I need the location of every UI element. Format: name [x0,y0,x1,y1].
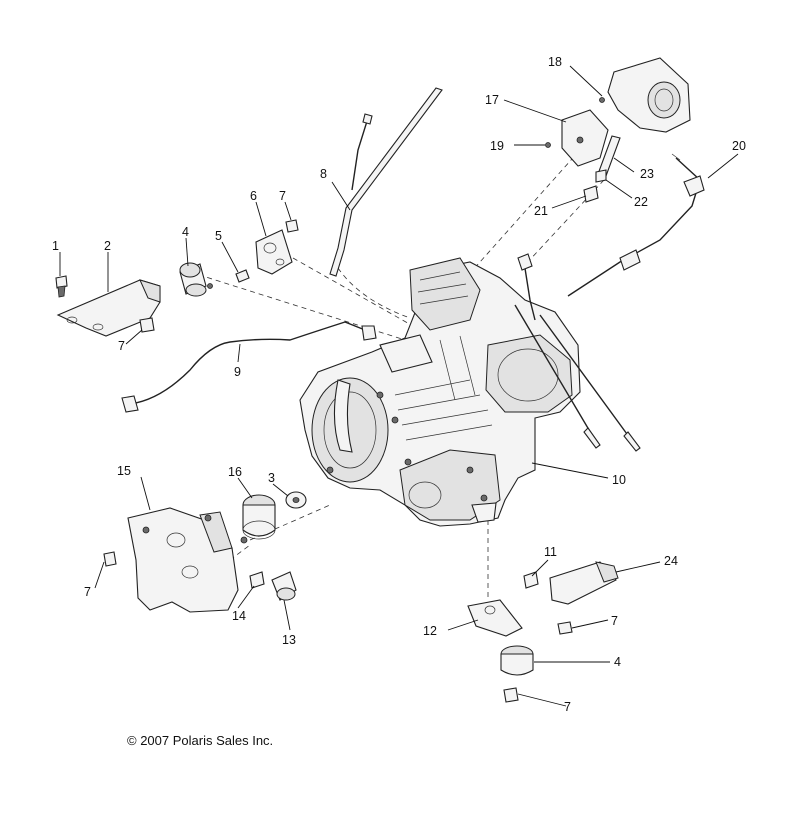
callout-21: 21 [534,204,548,218]
callout-1: 1 [52,239,59,253]
callout-7-top: 7 [279,189,286,203]
callout-8: 8 [320,167,327,181]
part-7-nut-top [285,219,299,233]
part-5-bolt [235,269,250,283]
callout-20: 20 [732,139,746,153]
copyright-notice: © 2007 Polaris Sales Inc. [127,733,274,748]
callout-12: 12 [423,624,437,638]
part-19-screw [545,142,551,148]
part-4-mount-upper [179,262,213,297]
callout-labels: 1 2 3 4 4 5 6 7 7 7 7 7 8 9 10 11 12 13 … [52,55,746,714]
callout-13: 13 [282,633,296,647]
callout-5: 5 [215,229,222,243]
part-21-fitting [583,185,599,203]
part-4-mount-lower [500,645,534,676]
part-11-bolt [523,571,539,589]
callout-7-right: 7 [611,614,618,628]
part-24-bracket [549,561,619,605]
callout-17: 17 [485,93,499,107]
part-13-mount [271,571,297,601]
leader-lines [59,65,739,707]
engine-assembly [299,253,641,527]
callout-3: 3 [268,471,275,485]
part-7-nut-mid-left [103,551,117,567]
part-20-throttle-cable [567,153,705,297]
callout-7-left: 7 [118,339,125,353]
callout-4-lower: 4 [614,655,621,669]
callout-16: 16 [228,465,242,479]
callout-23: 23 [640,167,654,181]
callout-2: 2 [104,239,111,253]
callout-6: 6 [250,189,257,203]
part-7-nut-left [139,317,155,333]
callout-7-bottom: 7 [564,700,571,714]
callout-10: 10 [612,473,626,487]
callout-22: 22 [634,195,648,209]
callout-15: 15 [117,464,131,478]
part-3-washer [285,491,307,509]
part-1-screw [55,275,68,298]
callout-19: 19 [490,139,504,153]
part-16-mount [240,494,276,544]
part-18-throttle-body [599,57,691,133]
part-12-bracket [467,599,523,637]
callout-18: 18 [548,55,562,69]
part-17-sensor-cover [561,109,609,167]
callout-7-mid-left: 7 [84,585,91,599]
callout-9: 9 [234,365,241,379]
part-9-cable [121,321,377,413]
part-7-nut-right [557,621,573,635]
part-15-bracket [127,507,239,613]
part-22-clamp [595,169,607,183]
part-8-rod [329,87,443,277]
callout-4-upper: 4 [182,225,189,239]
part-2-bracket [56,279,161,337]
part-6-bracket [255,229,293,275]
callout-11: 11 [544,545,557,559]
part-14-nut [249,571,265,589]
part-7-nut-bottom [503,687,519,703]
callout-24: 24 [664,554,678,568]
callout-14: 14 [232,609,246,623]
